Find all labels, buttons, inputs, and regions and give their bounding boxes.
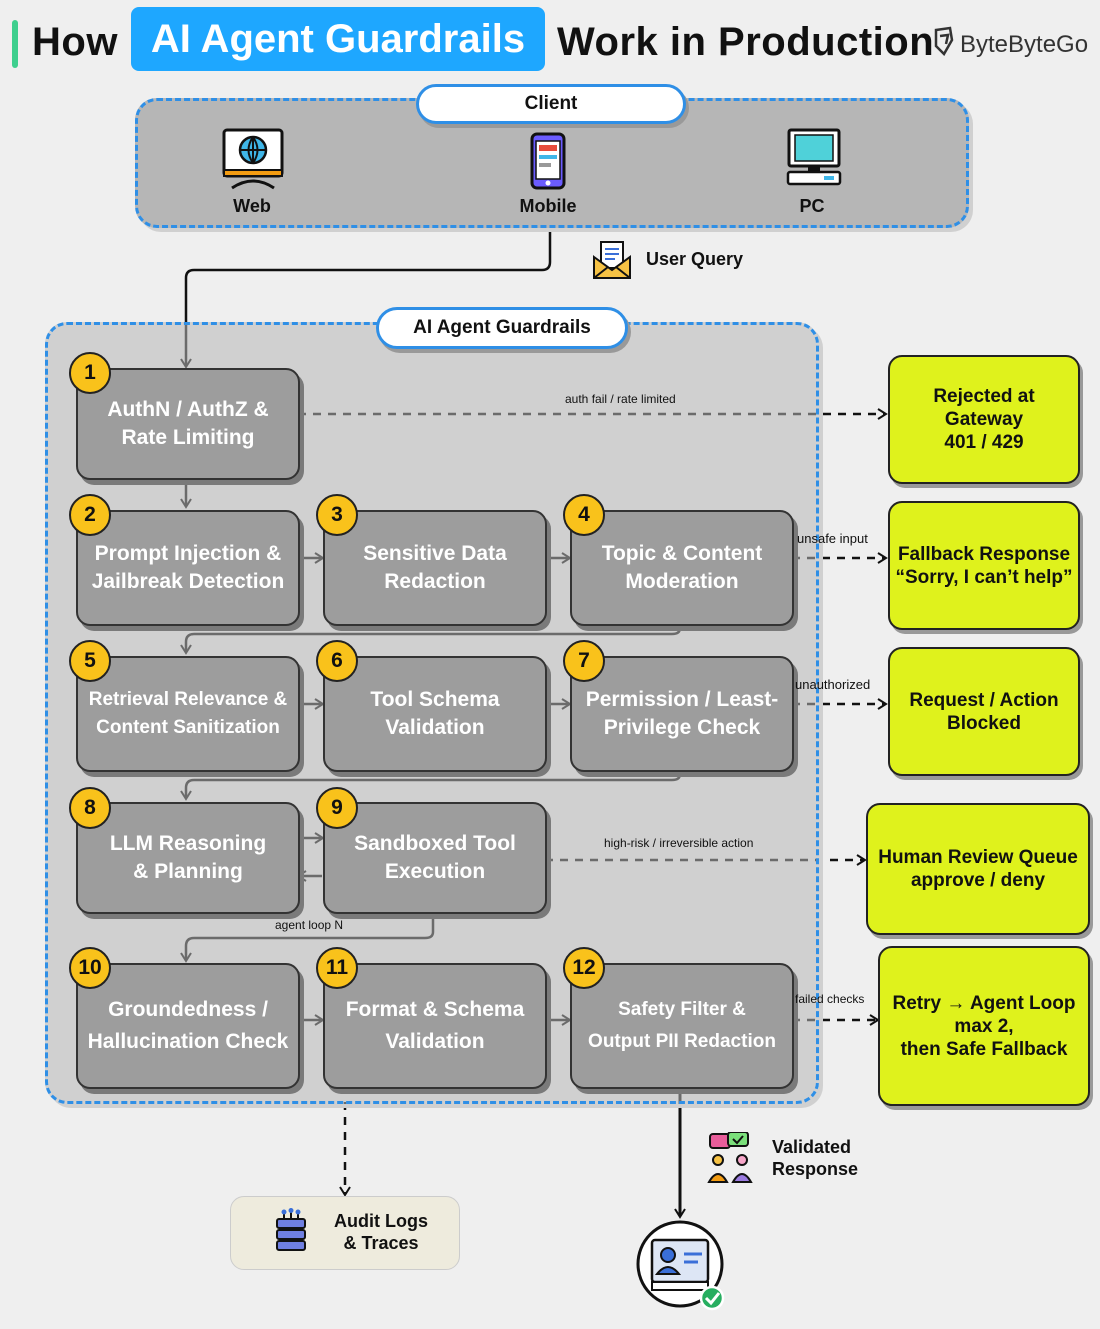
audit-logs-box xyxy=(230,1196,460,1270)
title-accent-bar xyxy=(12,20,18,68)
mobile-phone-icon xyxy=(528,132,568,195)
envelope-document-icon xyxy=(592,240,632,285)
step-tool-schema-validation: Tool Schema Validation xyxy=(323,656,547,772)
outcome-human-review: Human Review Queue approve / deny xyxy=(866,803,1090,935)
edge-label-high-risk: high-risk / irreversible action xyxy=(604,836,754,850)
step-badge: 4 xyxy=(563,494,605,536)
step-sandboxed-tool-execution: Sandboxed Tool Execution xyxy=(323,802,547,914)
step-prompt-injection: Prompt Injection & Jailbreak Detection xyxy=(76,510,300,626)
step-badge: 2 xyxy=(69,494,111,536)
step-badge: 7 xyxy=(563,640,605,682)
validated-response-label: Validated Response xyxy=(772,1137,859,1179)
client-mobile-label: Mobile xyxy=(519,196,577,216)
edge-label-unauthorized: unauthorized xyxy=(795,677,871,692)
edge-label-unsafe-input: unsafe input xyxy=(797,531,868,546)
step-badge: 10 xyxy=(69,947,111,989)
verified-profile-icon xyxy=(636,1220,732,1321)
edge-label-auth-fail: auth fail / rate limited xyxy=(565,392,676,406)
outcome-rejected-gateway: Rejected at Gateway 401 / 429 xyxy=(888,355,1080,484)
outcome-request-blocked: Request / Action Blocked xyxy=(888,647,1080,776)
step-retrieval-relevance: Retrieval Relevance & Content Sanitizati… xyxy=(76,656,300,772)
query-connector xyxy=(180,224,552,369)
step-badge: 8 xyxy=(69,787,111,829)
globe-monitor-icon xyxy=(222,128,284,195)
client-label: Client xyxy=(416,84,686,124)
user-query-label: User Query xyxy=(646,249,744,269)
brand: ByteByteGo xyxy=(932,26,1088,63)
client-pc-label: PC xyxy=(799,196,825,216)
outcome-fallback-response: Fallback Response “Sorry, I can’t help” xyxy=(888,501,1080,630)
title-prefix: How xyxy=(32,20,118,64)
step-permission-check: Permission / Least- Privilege Check xyxy=(570,656,794,772)
step-format-schema-validation: Format & Schema Validation xyxy=(323,963,547,1089)
step-llm-reasoning: LLM Reasoning & Planning xyxy=(76,802,300,914)
step-badge: 1 xyxy=(69,352,111,394)
audit-logs-label: Audit Logs & Traces xyxy=(334,1211,428,1253)
step-badge: 12 xyxy=(563,947,605,989)
step-badge: 11 xyxy=(316,947,358,989)
step-badge: 5 xyxy=(69,640,111,682)
step-topic-moderation: Topic & Content Moderation xyxy=(570,510,794,626)
outcome-retry-agent-loop: Retry → Agent Loop max 2, then Safe Fall… xyxy=(878,946,1090,1106)
step-sensitive-data-redaction: Sensitive Data Redaction xyxy=(323,510,547,626)
guardrails-label: AI Agent Guardrails xyxy=(376,307,628,349)
brand-name: ByteByteGo xyxy=(960,30,1089,58)
title-highlight: AI Agent Guardrails xyxy=(131,7,545,71)
chat-users-icon xyxy=(706,1131,758,1189)
brand-logo-icon xyxy=(932,26,956,63)
step-badge: 6 xyxy=(316,640,358,682)
step-badge: 9 xyxy=(316,787,358,829)
step-safety-filter: Safety Filter & Output PII Redaction xyxy=(570,963,794,1089)
step-groundedness-check: Groundedness / Hallucination Check xyxy=(76,963,300,1089)
client-web-label: Web xyxy=(233,196,271,216)
title-suffix: Work in Production xyxy=(557,20,935,64)
step-badge: 3 xyxy=(316,494,358,536)
database-stack-icon xyxy=(272,1208,310,1261)
desktop-pc-icon xyxy=(786,128,842,191)
edge-label-failed-checks: failed checks xyxy=(795,992,865,1006)
step-authn-rate-limiting: AuthN / AuthZ & Rate Limiting xyxy=(76,368,300,480)
agent-loop-label: agent loop N xyxy=(275,918,344,932)
